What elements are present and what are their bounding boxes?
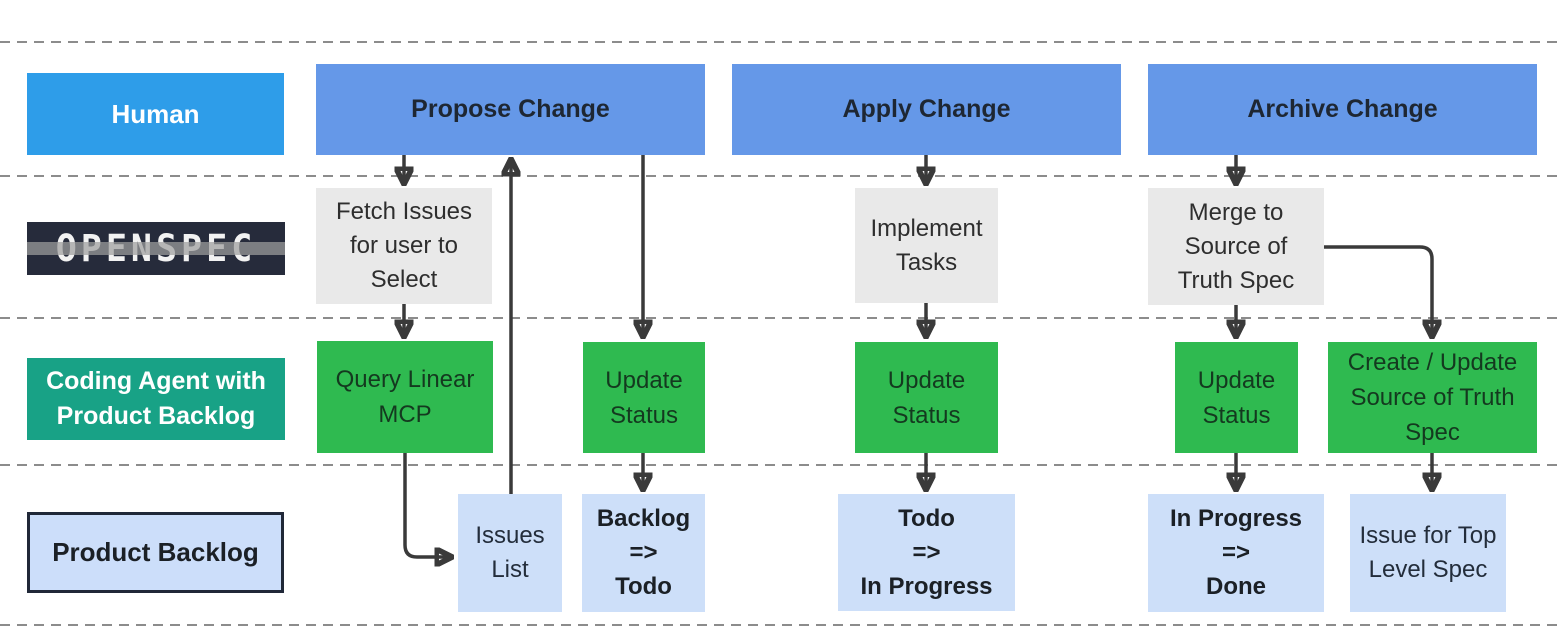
openspec-logo-stripe — [27, 242, 285, 255]
lane-divider-bottom — [0, 624, 1558, 626]
node-create-update-source-of-truth: Create / Update Source of Truth Spec — [1328, 342, 1537, 453]
openspec-logo: OPENSPEC — [27, 222, 285, 275]
phase-archive-change: Archive Change — [1148, 64, 1537, 155]
node-merge-to-source-of-truth: Merge to Source of Truth Spec — [1148, 188, 1324, 305]
node-update-status-apply: Update Status — [855, 342, 998, 453]
node-update-status-archive: Update Status — [1175, 342, 1298, 453]
lane-divider-human-openspec — [0, 175, 1558, 177]
lane-divider-openspec-agent — [0, 317, 1558, 319]
phase-apply-change: Apply Change — [732, 64, 1121, 155]
lane-divider-agent-backlog — [0, 464, 1558, 466]
node-in-progress-to-done: In Progress => Done — [1148, 494, 1324, 612]
node-issues-list: Issues List — [458, 494, 562, 612]
arrow-query-mcp-to-issues-list — [403, 453, 449, 557]
node-query-linear-mcp: Query Linear MCP — [317, 341, 493, 453]
lane-divider-top — [0, 41, 1558, 43]
node-implement-tasks: Implement Tasks — [855, 188, 998, 303]
node-backlog-to-todo: Backlog => Todo — [582, 494, 705, 612]
lane-label-product-backlog: Product Backlog — [27, 512, 284, 593]
node-update-status-propose: Update Status — [583, 342, 705, 453]
phase-propose-change: Propose Change — [316, 64, 705, 155]
lane-label-coding-agent: Coding Agent with Product Backlog — [27, 358, 285, 440]
node-todo-to-in-progress: Todo => In Progress — [838, 494, 1015, 611]
node-fetch-issues: Fetch Issues for user to Select — [316, 188, 492, 304]
arrow-merge-spec-to-create-update-spec — [1324, 245, 1432, 334]
lane-label-human: Human — [27, 73, 284, 155]
node-issue-for-top-level-spec: Issue for Top Level Spec — [1350, 494, 1506, 612]
